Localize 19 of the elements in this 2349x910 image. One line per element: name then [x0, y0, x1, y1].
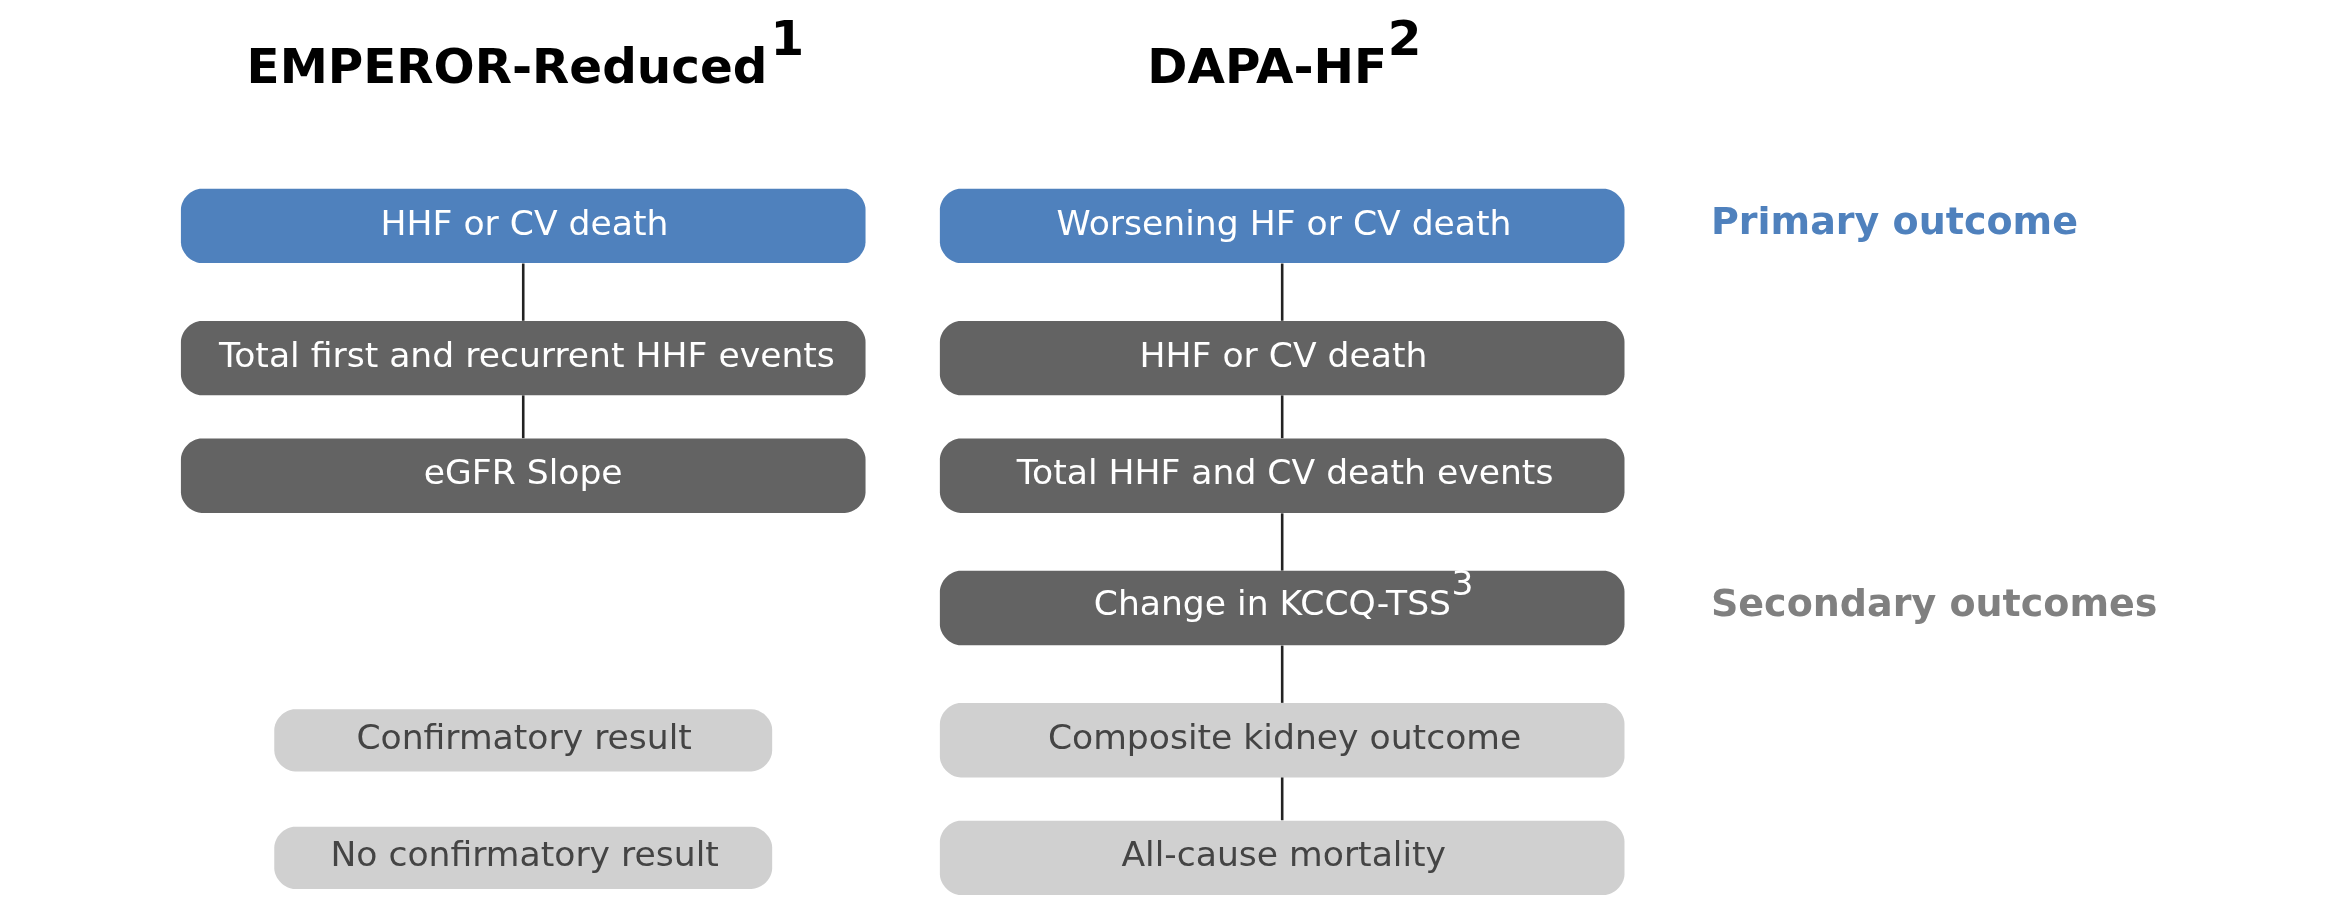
node-box: Composite kidney outcome	[939, 703, 1624, 778]
legend-label: No confirmatory result	[329, 834, 719, 875]
label: Secondary outcomes	[1710, 580, 2157, 625]
connector	[521, 395, 525, 439]
connector	[1280, 777, 1283, 821]
node-box: All-cause mortality	[939, 820, 1624, 895]
node-box: Total HHF and CV death events	[939, 438, 1624, 513]
connector	[1280, 395, 1283, 439]
connector	[521, 263, 525, 321]
connector	[1280, 513, 1283, 571]
node-box: eGFR Slope	[180, 438, 866, 513]
label: Primary outcome	[1710, 198, 2078, 243]
legend-label: Confirmatory result	[355, 716, 692, 757]
connector	[1280, 645, 1283, 703]
connector	[1280, 263, 1283, 321]
node-box: Total first and recurrent HHF events	[180, 321, 866, 396]
node-box: HHF or CV death	[939, 321, 1624, 396]
node-box: HHF or CV death	[180, 188, 866, 264]
node-box: Worsening HF or CV death	[939, 188, 1624, 264]
